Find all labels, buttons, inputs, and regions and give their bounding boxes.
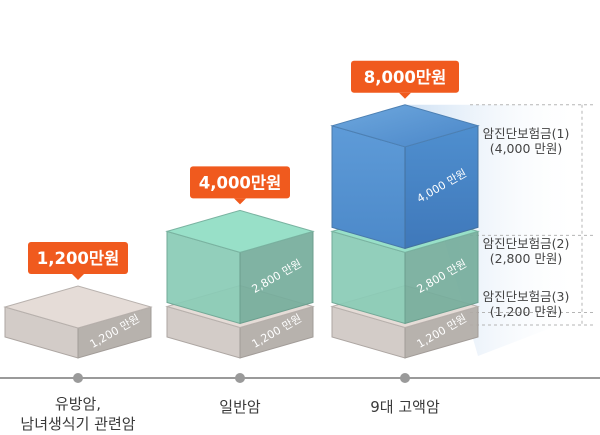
total-callout: 1,200만원 [28, 242, 128, 280]
total-callout: 8,000만원 [351, 60, 459, 99]
series-legend-label: 암진단보험금(3) (1,200 만원) [482, 289, 570, 319]
bar-segment: 1,200 만원 [3, 285, 153, 359]
category-label: 일반암 [219, 398, 261, 416]
axis-dot [400, 373, 410, 383]
series-legend-label: 암진단보험금(2) (2,800 만원) [482, 236, 570, 266]
bar-segment: 4,000 만원 [330, 104, 480, 250]
callout-box [190, 166, 290, 199]
bar-top-face [330, 104, 480, 148]
callout-total-label: 4,000만원 [199, 173, 282, 192]
axis-dot [73, 373, 83, 383]
total-callout: 4,000만원 [190, 166, 290, 205]
category-label: 유방암, 남녀생식기 관련암 [20, 395, 136, 433]
category-label: 9대 고액암 [370, 398, 440, 416]
bar-segment: 2,800 만원 [330, 209, 480, 325]
bar-top-face [3, 285, 153, 329]
bar-segment: 2,800 만원 [165, 209, 315, 325]
callout-total-label: 8,000만원 [364, 68, 447, 87]
callout-pointer [72, 274, 84, 280]
callout-pointer [399, 92, 411, 99]
callout-pointer [234, 198, 246, 205]
bar-top-face [165, 209, 315, 253]
callout-total-label: 1,200만원 [37, 249, 120, 268]
callout-box [28, 242, 128, 274]
bar-left-face [331, 125, 406, 250]
axis-dot [235, 373, 245, 383]
series-legend-label: 암진단보험금(1) (4,000 만원) [482, 126, 570, 156]
callout-box [351, 60, 459, 93]
